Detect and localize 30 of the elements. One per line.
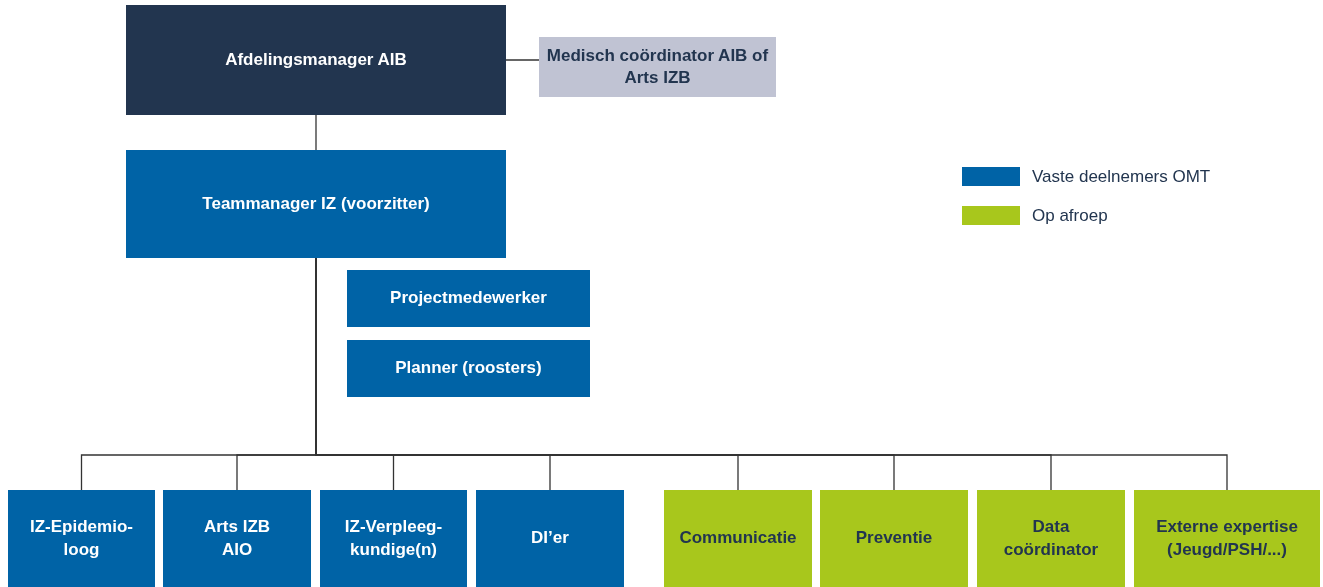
role-title: Teammanager IZ (voorzitter) xyxy=(202,192,430,215)
legend-label: Vaste deelnemers OMT xyxy=(1032,166,1211,188)
legend-label: Op afroep xyxy=(1032,204,1108,227)
role-title: IZ-Epidemio- loog xyxy=(29,516,134,561)
role-box xyxy=(347,270,590,327)
role-title: Externe expertise (Jeugd/PSH/...) xyxy=(1155,516,1299,561)
role-title: Projectmedewerker xyxy=(390,287,547,310)
role-title: Communicatie xyxy=(679,527,797,550)
role-title: Planner (roosters) xyxy=(395,357,542,380)
connector-line xyxy=(505,59,540,61)
role-title: DI’er xyxy=(531,527,569,550)
role-box xyxy=(977,490,1125,587)
role-title: Preventie xyxy=(855,527,933,550)
role-title: Arts IZB AIO xyxy=(202,516,272,561)
role-box xyxy=(8,490,155,587)
role-title: Afdelingsmanager AIB xyxy=(225,48,407,71)
role-box xyxy=(1134,490,1320,587)
role-title: IZ-Verpleeg- kundige(n) xyxy=(343,516,444,561)
role-box xyxy=(820,490,968,587)
role-box xyxy=(163,490,311,587)
role-box xyxy=(126,150,506,258)
role-box xyxy=(126,5,506,115)
role-title: Data coördinator xyxy=(1002,516,1100,561)
role-box xyxy=(664,490,812,587)
role-box xyxy=(476,490,624,587)
role-title: Medisch coördinator AIB of Arts IZB xyxy=(545,44,770,89)
connector-line xyxy=(315,114,317,151)
role-box xyxy=(539,37,776,97)
role-box xyxy=(347,340,590,397)
role-box xyxy=(320,490,467,587)
